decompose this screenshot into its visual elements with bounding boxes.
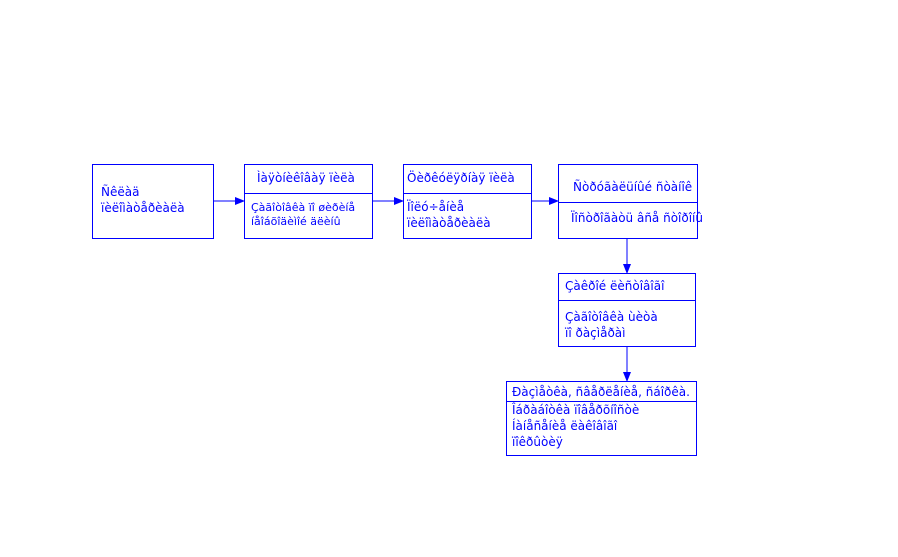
planer-line1: Ïîñòðîãàòü âñå ñòîðîíû (571, 211, 703, 225)
planer-divider (559, 202, 697, 203)
pendulum-saw-line2: íåîáõîäèìîé äëèíû (251, 215, 341, 228)
assembly-line2: Íàíåñåíèå ëàêîâîãî (512, 419, 618, 433)
warehouse-title-line2: ïèëîìàòåðèàëà (101, 201, 185, 215)
assembly-box: Ðàçìåòêà, ñâåðëåíèå, ñáîðêà. Îáðàáîòêà ï… (506, 381, 697, 456)
circular-saw-line1: Ïîëó÷åíèå (407, 200, 465, 214)
assembly-divider (507, 401, 696, 402)
planer-box: Ñòðóãàëüíûé ñòàíîê Ïîñòðîãàòü âñå ñòîðîí… (558, 164, 703, 239)
sheet-cutting-box: Çàêðîé ëèñòîâîãî Çàãîòîâêà ùèòà ïî ðàçìå… (558, 273, 696, 347)
assembly-line1: Îáðàáîòêà ïîâåðõíîñòè (512, 403, 640, 417)
warehouse-title-line1: Ñêëàä (101, 185, 140, 199)
assembly-line3: ïîêðûòèÿ (512, 435, 563, 449)
assembly-header: Ðàçìåòêà, ñâåðëåíèå, ñáîðêà. (512, 385, 690, 399)
pendulum-saw-line1: Çàãîòîâêà ïî øèðèíå (251, 201, 356, 214)
sheet-cutting-line2: ïî ðàçìåðàì (565, 326, 626, 340)
circular-saw-box: Öèðêóëÿðíàÿ ïèëà Ïîëó÷åíèå ïèëîìàòåðèàëà (403, 164, 532, 239)
sheet-cutting-header: Çàêðîé ëèñòîâîãî (565, 279, 665, 293)
circular-saw-header: Öèðêóëÿðíàÿ ïèëà (407, 171, 515, 185)
sheet-cutting-divider (559, 300, 695, 301)
pendulum-saw-box: Ìàÿòíèêîâàÿ ïèëà Çàãîòîâêà ïî øèðèíå íåî… (244, 164, 373, 239)
planer-header: Ñòðóãàëüíûé ñòàíîê (573, 180, 693, 194)
pendulum-saw-divider (245, 193, 372, 194)
circular-saw-divider (404, 193, 531, 194)
sheet-cutting-line1: Çàãîòîâêà ùèòà (565, 310, 658, 324)
pendulum-saw-header: Ìàÿòíèêîâàÿ ïèëà (257, 171, 355, 185)
circular-saw-line2: ïèëîìàòåðèàëà (407, 216, 491, 230)
warehouse-box: Ñêëàä ïèëîìàòåðèàëà (92, 164, 214, 239)
